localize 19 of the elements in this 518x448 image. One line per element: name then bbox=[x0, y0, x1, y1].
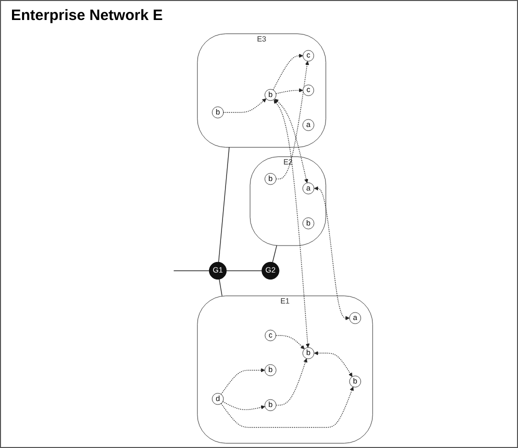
connector bbox=[226, 270, 262, 272]
connector bbox=[218, 278, 222, 296]
arrow bbox=[314, 351, 352, 377]
arrow bbox=[223, 98, 266, 113]
arrow bbox=[220, 368, 266, 395]
arrow bbox=[274, 100, 310, 348]
arrow bbox=[276, 358, 308, 406]
arrow bbox=[274, 98, 308, 184]
diagram-title: Enterprise Network E bbox=[10, 6, 164, 26]
arrow bbox=[276, 335, 305, 350]
arrow bbox=[272, 54, 304, 90]
arrow bbox=[276, 60, 310, 180]
arrow bbox=[276, 88, 304, 94]
arrow bbox=[222, 401, 266, 410]
connector bbox=[272, 245, 278, 262]
connector bbox=[173, 270, 210, 272]
arrow bbox=[314, 186, 350, 320]
connector bbox=[218, 146, 230, 262]
arrow bbox=[220, 386, 354, 428]
